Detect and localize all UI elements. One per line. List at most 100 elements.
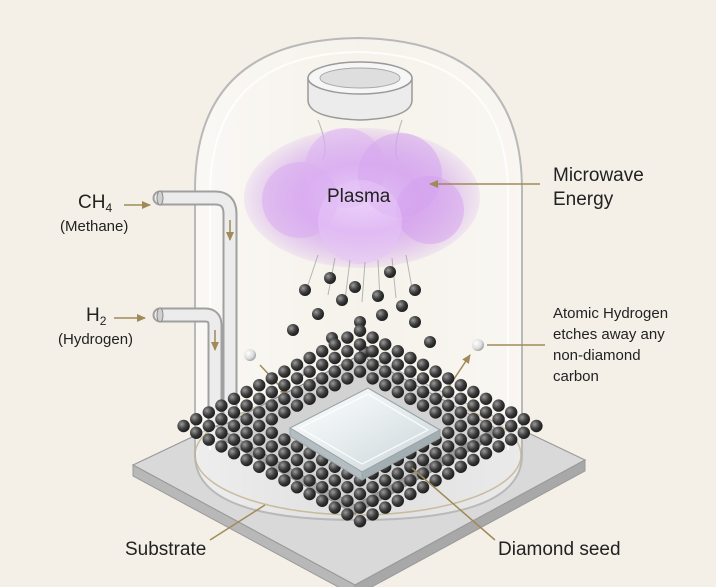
lattice-carbon-atom [353, 324, 367, 337]
microwave-label-line1: Microwave [553, 165, 644, 186]
lattice-carbon-atom [215, 413, 228, 426]
atomic-hydrogen-line1: Atomic Hydrogen [553, 305, 669, 322]
lattice-carbon-atom [341, 345, 354, 358]
lattice-carbon-atom [454, 433, 467, 446]
lattice-carbon-atom [404, 379, 417, 392]
lattice-carbon-atom [454, 379, 467, 392]
lattice-carbon-atom [328, 338, 341, 351]
lattice-carbon-atom [379, 501, 392, 514]
lattice-carbon-atom [391, 385, 404, 399]
ch4-label: CH4 [78, 192, 112, 216]
lattice-carbon-atom [429, 406, 442, 419]
lattice-carbon-atom [240, 440, 253, 453]
lattice-carbon-atom [316, 494, 329, 507]
lattice-carbon-atom [429, 392, 442, 405]
lattice-carbon-atom [416, 481, 430, 494]
lattice-carbon-atom [265, 399, 278, 412]
lattice-carbon-atom [379, 474, 392, 487]
h2-label: H2 [86, 305, 106, 329]
lattice-carbon-atom [328, 487, 341, 501]
lattice-carbon-atom [240, 426, 253, 439]
ch4-name: (Methane) [60, 218, 129, 235]
lattice-carbon-atom [366, 331, 379, 344]
lattice-carbon-atom [215, 426, 228, 439]
lattice-carbon-atom [379, 351, 392, 365]
lattice-carbon-atom [240, 453, 253, 467]
lattice-carbon-atom [391, 345, 404, 358]
lattice-carbon-atom [290, 453, 304, 467]
lattice-carbon-atom [265, 440, 278, 453]
lattice-carbon-atom [442, 385, 455, 399]
lattice-carbon-atom [290, 372, 304, 385]
lattice-carbon-atom [341, 494, 354, 507]
lattice-carbon-atom [341, 372, 354, 385]
lattice-carbon-atom [265, 426, 278, 439]
lattice-carbon-atom [479, 447, 493, 460]
lattice-carbon-atom [442, 440, 455, 453]
lattice-carbon-atom [416, 453, 430, 467]
lattice-carbon-atom [353, 501, 367, 514]
lattice-carbon-atom [454, 406, 467, 419]
lattice-carbon-atom [492, 440, 505, 453]
h2-inlet-pipe [152, 307, 223, 428]
lattice-carbon-atom [442, 413, 455, 426]
lattice-carbon-atom [505, 406, 518, 419]
lattice-carbon-atom [290, 358, 304, 371]
lattice-carbon-atom [353, 351, 367, 365]
lattice-carbon-atom [265, 467, 278, 480]
lattice-carbon-atom [429, 474, 442, 487]
lattice-carbon-atom [404, 474, 417, 487]
lattice-carbon-atom [467, 385, 480, 399]
lattice-carbon-atom [328, 379, 341, 392]
lattice-carbon-atom [404, 487, 417, 501]
lattice-carbon-atom [290, 385, 304, 399]
substrate-label: Substrate [125, 539, 207, 560]
lattice-carbon-atom [278, 379, 291, 392]
lattice-carbon-atom [429, 379, 442, 392]
ch4-subscript: 4 [105, 201, 113, 215]
lattice-carbon-atom [404, 365, 417, 378]
lattice-carbon-atom [353, 515, 367, 528]
lattice-carbon-atom [467, 440, 480, 453]
lattice-carbon-atom [416, 385, 430, 399]
lattice-carbon-atom [202, 419, 215, 433]
ch4-inlet-pipe [152, 190, 238, 428]
lattice-carbon-atom [215, 440, 228, 453]
lattice-carbon-atom [404, 351, 417, 365]
plasma-label: Plasma [327, 186, 391, 207]
lattice-carbon-atom [177, 419, 190, 433]
lattice-carbon-atom [278, 406, 291, 419]
lattice-carbon-atom [442, 426, 455, 439]
lattice-carbon-atom [517, 426, 530, 439]
lattice-carbon-atom [517, 413, 530, 426]
lattice-carbon-atom [253, 460, 266, 473]
lattice-carbon-atom [467, 453, 480, 467]
lattice-carbon-atom [416, 372, 430, 385]
lattice-carbon-atom [290, 440, 304, 453]
lattice-carbon-atom [265, 385, 278, 399]
lattice-carbon-atom [366, 372, 379, 385]
lattice-carbon-atom [265, 372, 278, 385]
microwave-label-line2: Energy [553, 189, 614, 210]
lattice-carbon-atom [416, 399, 430, 412]
lattice-carbon-atom [429, 460, 442, 473]
lattice-carbon-atom [479, 433, 493, 446]
lattice-carbon-atom [253, 447, 266, 460]
diamond-seed-crystal [288, 387, 442, 481]
lattice-carbon-atom [316, 372, 329, 385]
lattice-carbon-atom [467, 399, 480, 412]
lattice-carbon-atom [442, 399, 455, 412]
lattice-carbon-atom [416, 358, 430, 371]
lattice-carbon-atom [366, 345, 379, 358]
lattice-carbon-atom [227, 392, 241, 405]
lattice-carbon-atom [303, 487, 316, 501]
lattice-carbon-atom [303, 379, 316, 392]
deposition-streaks [307, 254, 413, 303]
lattice-carbon-atom [253, 392, 266, 405]
lattice-carbon-atom [492, 413, 505, 426]
lattice-carbon-atom [278, 365, 291, 378]
lattice-carbon-atom [316, 467, 329, 480]
lattice-carbon-atom [505, 419, 518, 433]
lattice-carbon-atom [391, 358, 404, 371]
